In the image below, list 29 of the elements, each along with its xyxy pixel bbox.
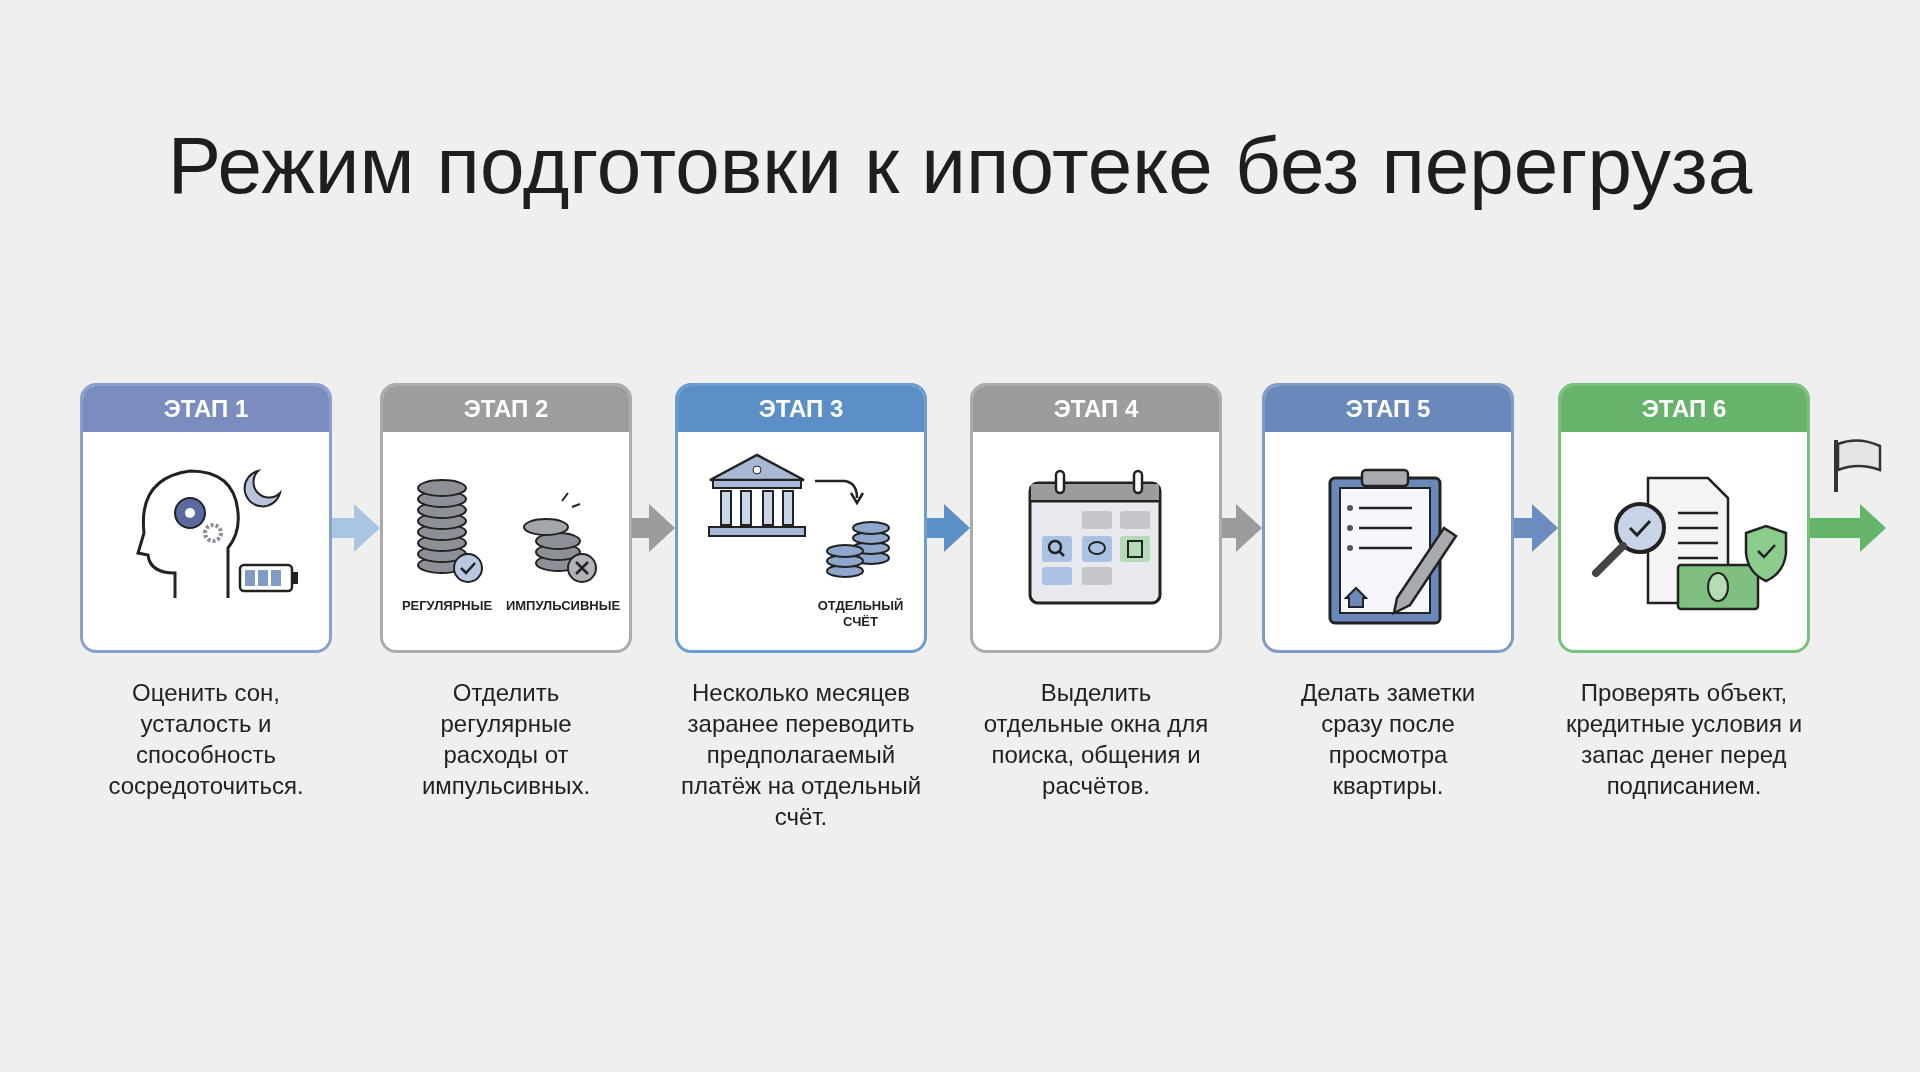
arrow xyxy=(632,504,675,552)
stage-card xyxy=(970,383,1222,653)
stage-description: Выделить отдельные окна для поиска, общения и расчётов. xyxy=(982,678,1210,801)
stage-heading: ЭТАП 4 xyxy=(973,386,1219,432)
arrow xyxy=(1514,504,1558,552)
icon-caption: ИМПУЛЬСИВНЫЕ xyxy=(504,598,622,614)
stage-description: Несколько месяцев заранее переводить предполагаемый платёж на отдельный счёт. xyxy=(679,678,923,832)
stage-heading: ЭТАП 2 xyxy=(383,386,629,432)
stage-heading: ЭТАП 5 xyxy=(1265,386,1511,432)
stage-card xyxy=(380,383,632,653)
stage-heading: ЭТАП 3 xyxy=(678,386,924,432)
icon-caption: ОТДЕЛЬНЫЙ СЧЁТ xyxy=(816,598,905,630)
stage-description: Оценить сон, усталость и способность сосредоточиться. xyxy=(107,678,305,801)
arrow xyxy=(1222,504,1262,552)
stage-heading: ЭТАП 1 xyxy=(83,386,329,432)
icon-caption: РЕГУЛЯРНЫЕ xyxy=(400,598,494,614)
stage-description: Отделить регулярные расходы от импульсивных. xyxy=(420,678,592,801)
arrow xyxy=(927,504,970,552)
title: Режим подготовки к ипотеке без перегруза xyxy=(166,120,1754,212)
arrow xyxy=(332,504,380,552)
stage-description: Делать заметки сразу после просмотра квартиры. xyxy=(1299,678,1477,801)
arrow xyxy=(1810,504,1886,552)
stage-card xyxy=(1262,383,1514,653)
stage-card xyxy=(1558,383,1810,653)
stage-card xyxy=(80,383,332,653)
stage-heading: ЭТАП 6 xyxy=(1561,386,1807,432)
flag-icon xyxy=(1834,439,1882,492)
stage-card xyxy=(675,383,927,653)
stage-description: Проверять объект, кредитные условия и запас денег перед подписанием. xyxy=(1564,678,1804,801)
